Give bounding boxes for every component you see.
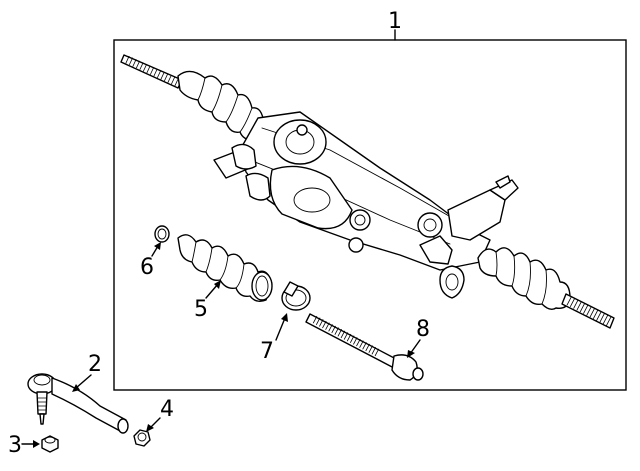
large-boot-clamp[interactable] <box>281 281 311 311</box>
left-rack-thread <box>120 54 183 89</box>
small-boot-clamp[interactable] <box>154 225 170 243</box>
callout-leader-5 <box>205 283 219 299</box>
tie-rod-end-nut[interactable] <box>41 435 59 453</box>
motor-housing <box>213 119 371 253</box>
right-rack-thread <box>561 293 615 329</box>
callout-label-4: 4 <box>160 397 174 422</box>
callout-arrow-2 <box>72 384 80 392</box>
callout-label-3: 3 <box>8 433 22 458</box>
outer-tie-rod-end[interactable] <box>27 373 129 434</box>
callout-label-1: 1 <box>388 9 402 34</box>
callout-label-5: 5 <box>194 297 208 322</box>
callout-arrow-4 <box>146 424 154 432</box>
callout-arrow-8 <box>407 350 415 358</box>
pinion-housing <box>417 175 519 299</box>
callout-arrow-3 <box>33 440 40 448</box>
callout-arrow-7 <box>281 313 288 322</box>
callout-label-2: 2 <box>88 352 102 377</box>
assembly-frame <box>113 39 627 391</box>
callout-label-8: 8 <box>416 317 430 342</box>
callout-label-7: 7 <box>260 339 274 364</box>
right-bellows-boot <box>477 247 571 311</box>
callout-leader-7 <box>275 317 286 341</box>
steering-boot[interactable] <box>177 234 273 303</box>
callout-leader-2 <box>75 374 92 389</box>
inner-tie-rod[interactable] <box>305 313 424 381</box>
callout-arrow-6 <box>154 242 161 250</box>
callout-label-6: 6 <box>140 255 154 280</box>
jam-nut[interactable] <box>133 429 151 447</box>
steering-gear-assembly[interactable] <box>120 54 615 329</box>
callout-arrow-5 <box>214 280 221 289</box>
